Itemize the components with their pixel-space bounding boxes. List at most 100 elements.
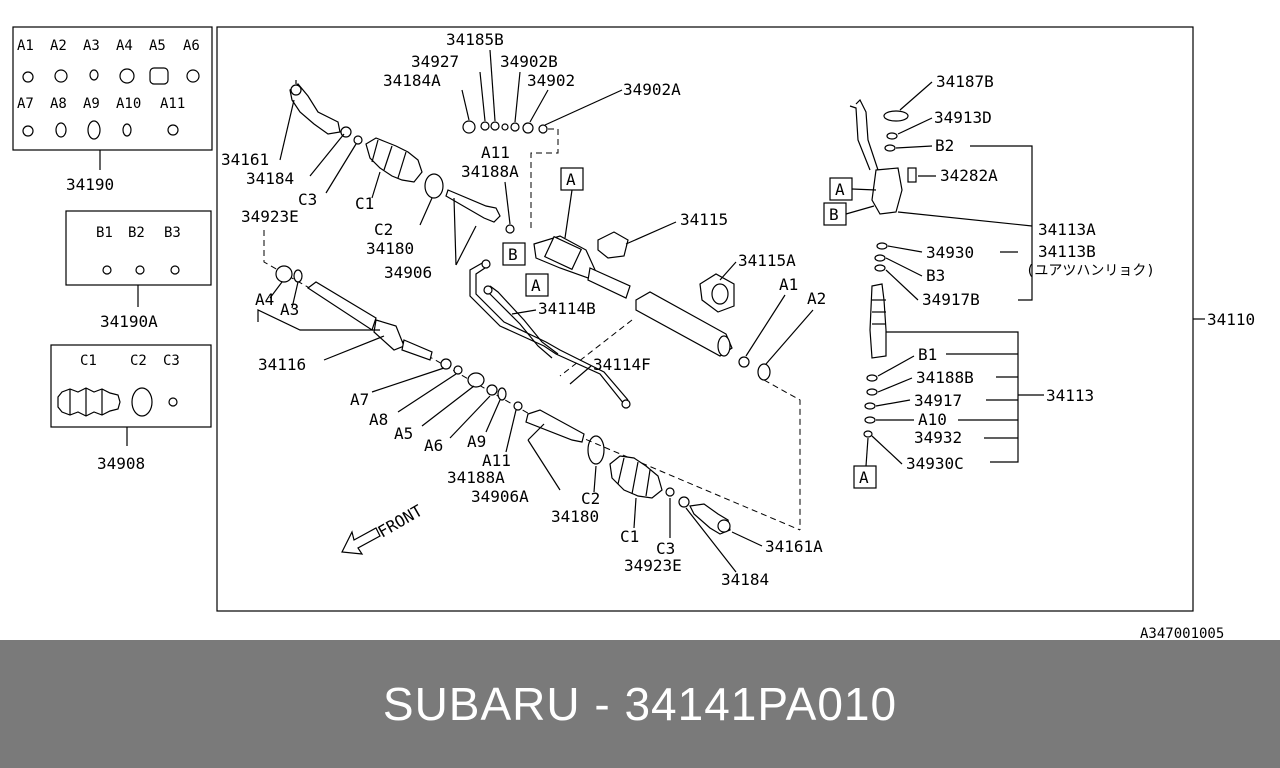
callout-label: 34930 — [926, 243, 974, 262]
kit-34190-row1-icons — [22, 67, 200, 85]
callout-label: A4 — [255, 290, 274, 309]
kit-item-label: A1 — [17, 38, 34, 54]
kit-item-label: B2 — [128, 225, 145, 241]
kit-34190-row2-icons — [22, 120, 179, 140]
callout-label: 34927 — [411, 52, 459, 71]
front-direction-arrow — [341, 527, 381, 555]
kit-item-label: A10 — [116, 96, 141, 112]
callout-label: B1 — [918, 345, 937, 364]
kit-item-label: A4 — [116, 38, 133, 54]
callout-label: 34115A — [738, 251, 796, 270]
callout-label: C3 — [656, 539, 675, 558]
pinion-valve-housing — [533, 231, 631, 299]
callout-label: 34902 — [527, 71, 575, 90]
right-tie-rod-assembly — [525, 409, 731, 535]
footer-title: SUBARU - 34141PA010 — [382, 678, 898, 730]
callout-label: C1 — [355, 194, 374, 213]
callout-label: 34161A — [765, 537, 823, 556]
kit-item-label: A2 — [50, 38, 67, 54]
kit-item-label: C1 — [80, 353, 97, 369]
kit-34190a-icons — [102, 265, 180, 275]
callout-label: 34282A — [940, 166, 998, 185]
ref-box-label: A — [859, 468, 869, 487]
kit-item-label: C2 — [130, 353, 147, 369]
callout-label: 34180 — [551, 507, 599, 526]
callout-label: A8 — [369, 410, 388, 429]
ref-box-label: B — [508, 245, 518, 264]
callout-label: 34188A — [461, 162, 519, 181]
kit-number: 34908 — [97, 454, 145, 473]
kit-34190-box — [12, 26, 213, 151]
callout-label: 34114B — [538, 299, 596, 318]
callout-label: 34188B — [916, 368, 974, 387]
callout-label: 34902A — [623, 80, 681, 99]
callout-label: 34906A — [471, 487, 529, 506]
front-label: FRONT — [375, 501, 427, 542]
callout-label: 34113A — [1038, 220, 1096, 239]
callout-label: 34113B — [1038, 242, 1096, 261]
callout-label: C2 — [374, 220, 393, 239]
callout-label: 34184A — [383, 71, 441, 90]
callout-label: 34114F — [593, 355, 651, 374]
hydraulic-pipes — [469, 259, 631, 409]
left-tie-rod-end — [289, 80, 501, 223]
drawing-number: A347001005 — [1140, 626, 1224, 640]
callout-label: 34923E — [241, 207, 299, 226]
kit-item-label: A9 — [83, 96, 100, 112]
callout-label: 34188A — [447, 468, 505, 487]
ref-box-label: A — [566, 170, 576, 189]
callout-label: 34180 — [366, 239, 414, 258]
kit-item-label: A7 — [17, 96, 34, 112]
callout-label: B2 — [935, 136, 954, 155]
callout-label: 34917B — [922, 290, 980, 309]
kit-number: 34190A — [100, 312, 158, 331]
rack-shaft — [306, 281, 433, 361]
callout-label: 34930C — [906, 454, 964, 473]
ref-box-label: A — [531, 276, 541, 295]
callout-label: 34906 — [384, 263, 432, 282]
ref-box-label: A — [835, 180, 845, 199]
callout-label: C3 — [298, 190, 317, 209]
callout-label: (ユアツハンリョク) — [1026, 263, 1155, 279]
kit-item-label: A6 — [183, 38, 200, 54]
callout-label: 34116 — [258, 355, 306, 374]
kit-item-label: A8 — [50, 96, 67, 112]
rack-seal-set — [440, 358, 523, 411]
kit-item-label: B1 — [96, 225, 113, 241]
kit-number: 34190 — [66, 175, 114, 194]
callout-label: C2 — [581, 489, 600, 508]
callout-label: A1 — [779, 275, 798, 294]
kit-item-label: B3 — [164, 225, 181, 241]
steering-rack-parts-diagram: A1 A2 A3 A4 A5 A6 A7 A8 A9 A10 A11 34190… — [12, 26, 1255, 640]
callout-label: A5 — [394, 424, 413, 443]
callout-label: 34110 — [1207, 310, 1255, 329]
kit-34908-icons — [57, 387, 178, 417]
callout-label: C1 — [620, 527, 639, 546]
kit-item-label: A5 — [149, 38, 166, 54]
ref-box-label: B — [829, 205, 839, 224]
callout-label: 34185B — [446, 30, 504, 49]
callout-label: A10 — [918, 410, 947, 429]
callout-label: A3 — [280, 300, 299, 319]
callout-label: A11 — [481, 143, 510, 162]
callout-label: 34187B — [936, 72, 994, 91]
callout-label: B3 — [926, 266, 945, 285]
callout-label: A7 — [350, 390, 369, 409]
callout-label: 34902B — [500, 52, 558, 71]
callout-label: 34184 — [246, 169, 294, 188]
callout-label: 34923E — [624, 556, 682, 575]
callout-label: A6 — [424, 436, 443, 455]
callout-label: 34913D — [934, 108, 992, 127]
callout-label: A9 — [467, 432, 486, 451]
callout-label: 34917 — [914, 391, 962, 410]
rack-housing-tube — [635, 273, 735, 357]
kit-item-label: C3 — [163, 353, 180, 369]
callout-label: 34161 — [221, 150, 269, 169]
callout-label: 34115 — [680, 210, 728, 229]
callout-label: A11 — [482, 451, 511, 470]
footer-bar: SUBARU - 34141PA010 — [0, 640, 1280, 768]
kit-item-label: A11 — [160, 96, 185, 112]
seal-washer-stack — [462, 120, 548, 134]
callout-label: 34113 — [1046, 386, 1094, 405]
